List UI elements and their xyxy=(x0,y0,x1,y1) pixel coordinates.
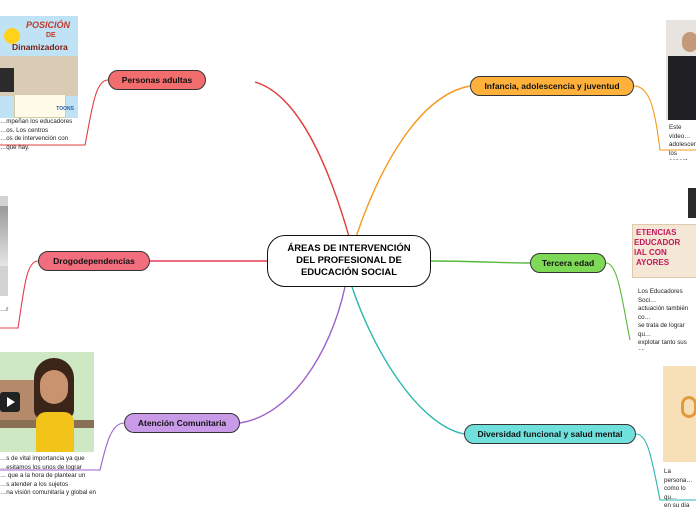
poster-dark-panel xyxy=(0,68,14,92)
girl-face xyxy=(40,370,68,404)
poster-title-de: DE xyxy=(46,32,56,39)
poster-brand: TOONS xyxy=(56,106,74,112)
dark-figure xyxy=(688,188,696,218)
note-personas-adultas: …mpeñan los educadores …os. Los centros … xyxy=(0,118,73,151)
poster-line-2: EDUCADOR xyxy=(634,238,681,247)
leader-drogas xyxy=(0,260,39,329)
note-infancia: Este vídeo… adolescen… los aspect… respo… xyxy=(669,124,696,160)
central-topic[interactable]: ÁREAS DE INTERVENCIÓN DEL PROFESIONAL DE… xyxy=(267,235,431,287)
branch-infancia[interactable]: Infancia, adolescencia y juventud xyxy=(470,76,634,96)
branch-drogodependencias[interactable]: Drogodependencias xyxy=(38,251,150,271)
connector-tercera xyxy=(430,260,531,264)
poster-line-4: AYORES xyxy=(636,258,670,267)
drogodependencias-image[interactable] xyxy=(0,196,8,296)
leader-comunitaria xyxy=(0,422,125,471)
adultas-video-thumbnail[interactable]: POSICIÓN DE Dinamizadora TOONS xyxy=(0,16,78,118)
leader-adultas xyxy=(0,79,109,146)
play-icon[interactable] xyxy=(0,392,20,412)
poster-panel xyxy=(632,224,696,278)
note-atencion-comunitaria: …s de vital importancia ya que …esitamos… xyxy=(0,455,96,497)
connector-diversidad xyxy=(351,286,465,435)
poster-sign xyxy=(14,94,66,118)
infancia-video-thumbnail[interactable] xyxy=(666,20,696,120)
poster-title-dinamizadora: Dinamizadora xyxy=(12,42,68,52)
branch-personas-adultas[interactable]: Personas adultas xyxy=(108,70,206,90)
poster-line-3: IAL CON xyxy=(634,248,667,257)
poster-title: POSICIÓN xyxy=(26,20,71,30)
sun-icon xyxy=(4,28,20,44)
hand-shape xyxy=(681,396,696,418)
branch-tercera-edad[interactable]: Tercera edad xyxy=(530,253,606,273)
note-tercera-edad: Los Educadores Soci… actuación también c… xyxy=(638,288,689,350)
leader-infancia xyxy=(633,85,696,151)
connector-comunitaria xyxy=(239,286,346,424)
image-shadow xyxy=(0,206,8,266)
comunitaria-video-thumbnail[interactable] xyxy=(0,352,94,452)
girl-shirt xyxy=(36,412,74,452)
branch-diversidad-funcional[interactable]: Diversidad funcional y salud mental xyxy=(464,424,636,444)
note-diversidad: La persona… como lo qu… en su día a… deb… xyxy=(664,468,693,512)
tercera-edad-image[interactable]: ETENCIAS EDUCADOR IAL CON AYORES xyxy=(632,186,696,286)
person-head xyxy=(682,32,696,52)
diversidad-image[interactable] xyxy=(663,366,696,462)
leader-tercera xyxy=(605,262,631,341)
branch-atencion-comunitaria[interactable]: Atención Comunitaria xyxy=(124,413,240,433)
connector-infancia xyxy=(354,85,471,241)
note-drogodependencias: …r xyxy=(0,306,9,313)
leader-diversidad xyxy=(635,433,696,501)
poster-line-1: ETENCIAS xyxy=(636,228,677,237)
person-body xyxy=(668,56,696,120)
connector-adultas xyxy=(254,81,351,241)
